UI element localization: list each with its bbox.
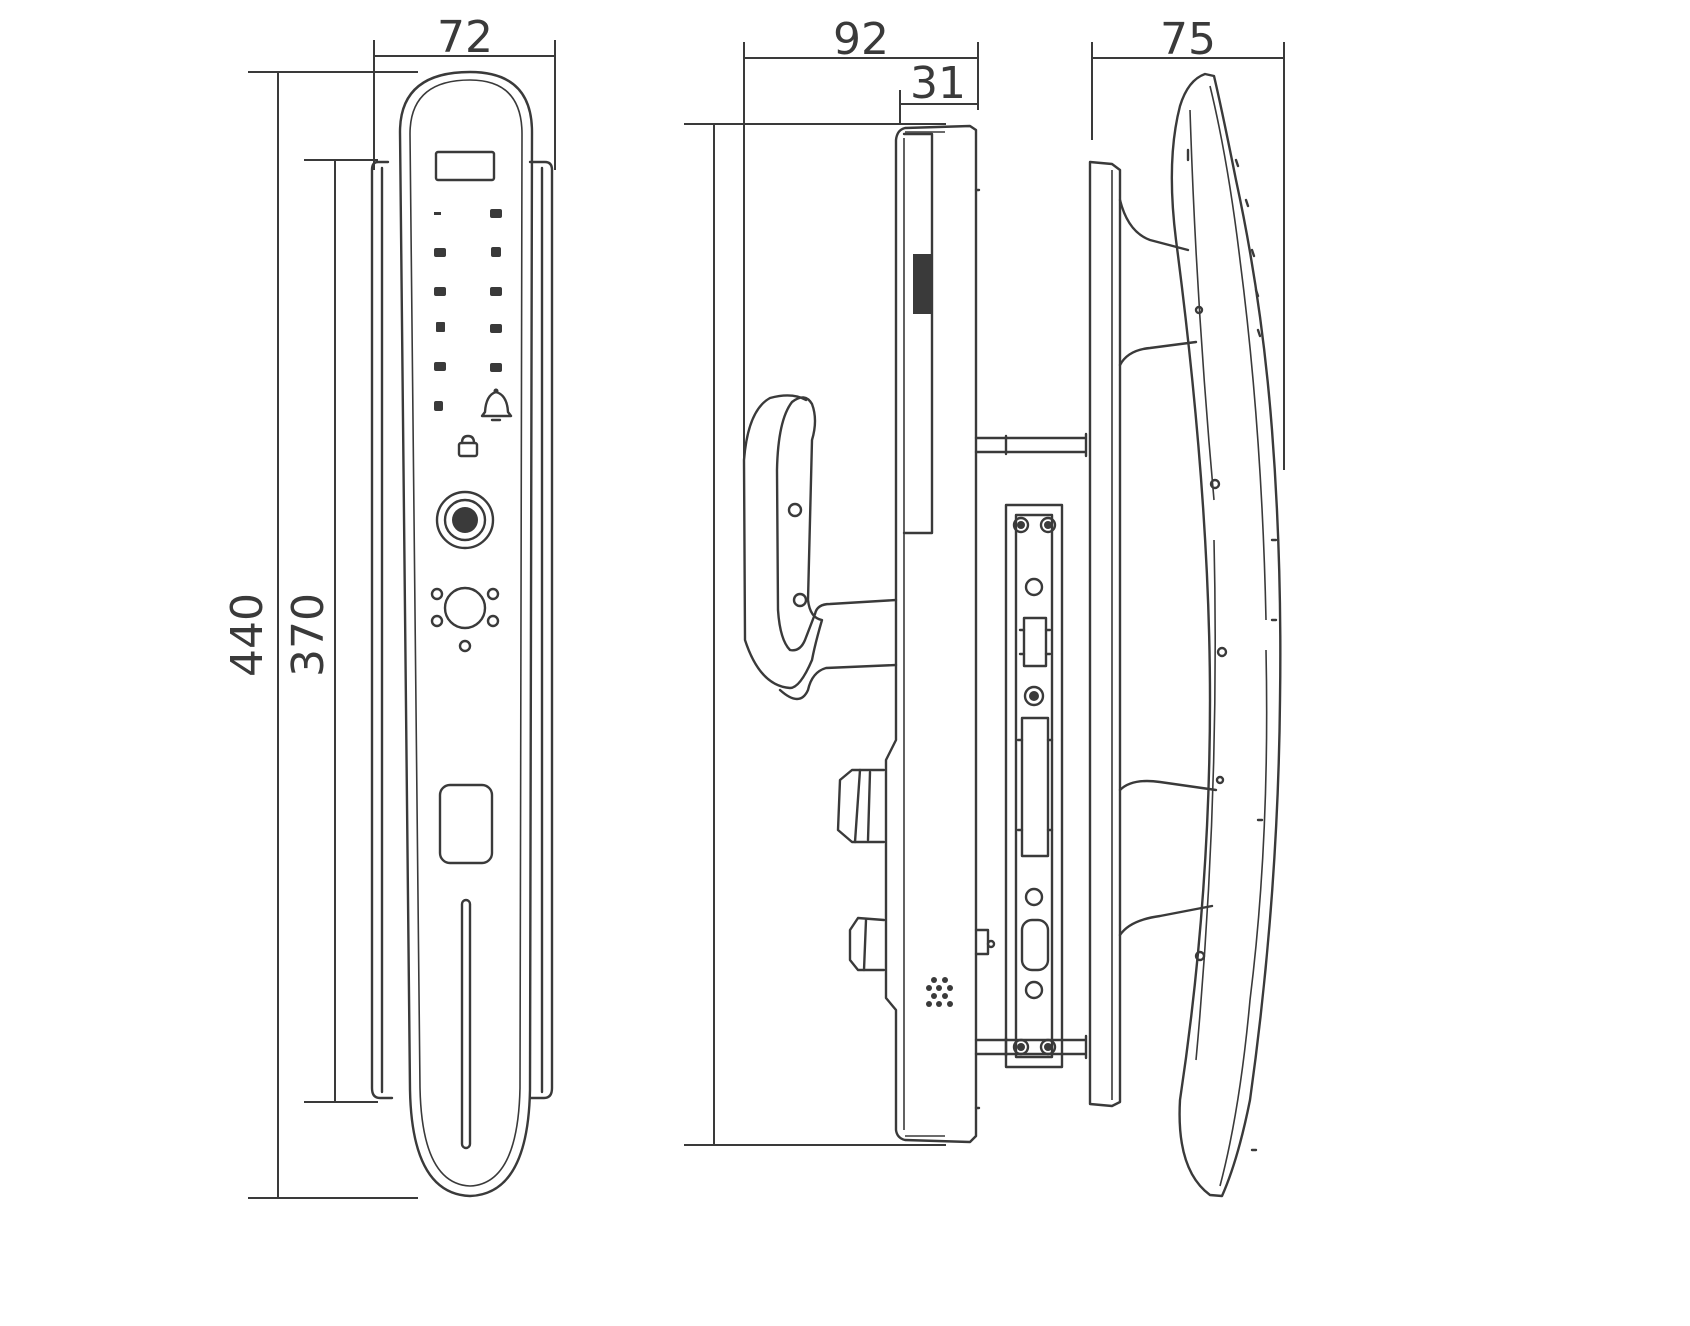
card-reader [438,783,494,865]
total-height-label: 440 [222,593,273,677]
front-handle-body [398,70,534,1198]
side-dimensions: 92 31 [684,14,979,1146]
display-window [434,150,496,182]
mortise-faceplate [1004,503,1064,1069]
handle-depth-label: 75 [1160,14,1216,65]
face-camera [430,586,500,653]
front-width-label: 72 [437,12,493,63]
front-dimensions: 72 440 370 [222,12,556,1199]
body-height-label: 370 [283,593,334,677]
side-knobs [836,768,886,972]
speaker-grille [926,977,953,1007]
keypad-indicators [434,209,502,411]
doorbell-icon [480,388,513,422]
spindle-rod-bottom [974,1034,1088,1060]
inner-backplate [1088,160,1122,1108]
side-lever-handle [742,394,898,690]
fingerprint-sensor [435,490,495,550]
front-backplate [370,160,394,1100]
side-sensor-strip [913,254,931,314]
light-slot [460,898,472,1150]
inner-handle-view [1088,72,1282,1198]
inner-dimensions: 75 [1091,14,1285,470]
front-view [370,70,554,1198]
side-depth-label: 92 [833,14,889,65]
lock-icon [457,434,479,458]
side-inner-depth-label: 31 [910,58,966,109]
side-view [742,124,1088,1144]
inner-curved-handle [1170,72,1282,1198]
side-outer-panel [884,124,978,1144]
spindle-rod-top [974,432,1088,458]
